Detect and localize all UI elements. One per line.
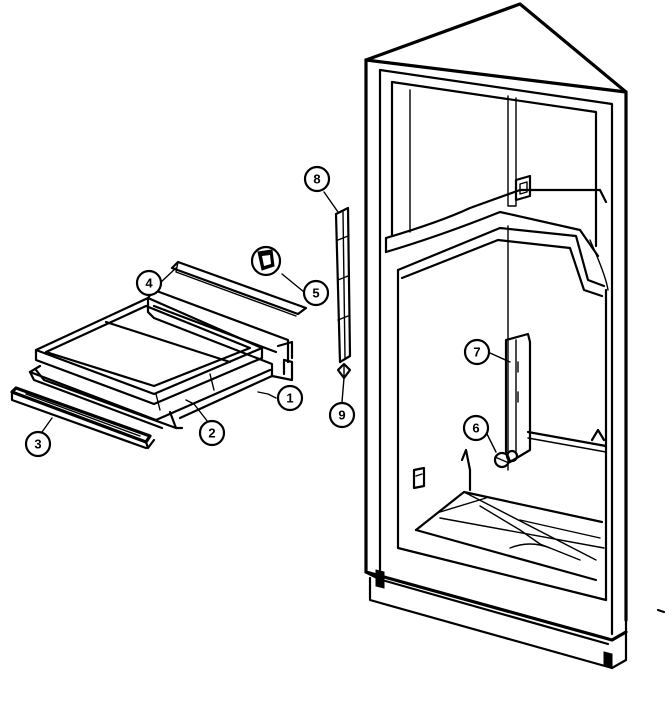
callout-8: 8 [303, 165, 331, 193]
svg-text:8: 8 [313, 172, 320, 187]
callout-1: 1 [276, 384, 304, 412]
roller-screw [493, 449, 519, 469]
svg-text:4: 4 [145, 276, 153, 291]
leader-3 [41, 417, 53, 433]
shelf-front-trim [10, 386, 156, 450]
leader-9 [341, 377, 345, 403]
callout-3: 3 [24, 430, 52, 458]
glass-shelf-insert [28, 296, 272, 430]
mullion-trim-strip [334, 206, 352, 364]
leader-7 [489, 352, 511, 363]
leader-2 [185, 399, 209, 423]
svg-text:7: 7 [473, 345, 480, 360]
fresh-food-compartment [396, 225, 609, 602]
shelf-retainer-clip [250, 245, 282, 277]
shelf-support-bracket [504, 332, 532, 464]
svg-text:3: 3 [34, 437, 41, 452]
leader-5 [281, 273, 305, 293]
svg-text:6: 6 [472, 421, 479, 436]
leader-4 [159, 267, 177, 284]
callout-9: 9 [328, 401, 356, 429]
leader-lines [41, 191, 511, 453]
callout-7: 7 [463, 338, 491, 366]
callout-6: 6 [462, 414, 490, 442]
svg-text:1: 1 [286, 391, 293, 406]
refrigerator-cabinet [364, 2, 666, 670]
callout-2: 2 [198, 419, 226, 447]
shelf-frame [34, 288, 294, 430]
callout-4: 4 [135, 269, 163, 297]
freezer-compartment [384, 80, 608, 258]
leader-8 [323, 191, 339, 213]
shelf-rear-trim [170, 260, 308, 317]
leader-6 [485, 431, 497, 453]
callout-5: 5 [302, 279, 330, 307]
trim-clip [336, 362, 352, 380]
leader-1 [257, 391, 277, 399]
svg-text:2: 2 [208, 426, 215, 441]
svg-text:5: 5 [312, 286, 319, 301]
svg-text:9: 9 [338, 408, 345, 423]
